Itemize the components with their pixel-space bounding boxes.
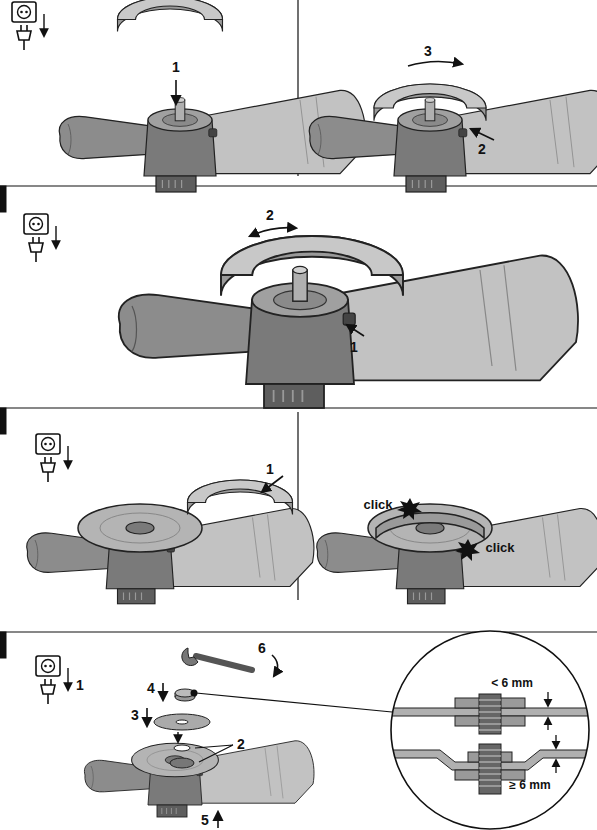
grinder-figure — [309, 61, 597, 192]
callout-number: 1 — [266, 462, 274, 477]
callout-number: 6 — [258, 641, 266, 656]
grinder-figure — [84, 648, 392, 828]
callout-number: 2 — [237, 737, 245, 752]
click-label: click — [486, 541, 515, 555]
unplug-icon — [12, 2, 68, 704]
callout-number: 2 — [266, 208, 274, 223]
detail-magnifier — [380, 631, 597, 829]
dimension-label: < 6 mm — [491, 677, 533, 690]
click-label: click — [364, 498, 393, 512]
callout-number: 3 — [424, 44, 432, 59]
callout-number: 1 — [172, 60, 180, 75]
grinder-figure — [317, 498, 597, 604]
grinder-figure — [59, 0, 365, 192]
dimension-label: ≥ 6 mm — [509, 779, 550, 792]
callout-number: 2 — [478, 142, 486, 157]
callout-number: 5 — [201, 813, 209, 828]
callout-number: 1 — [350, 340, 358, 355]
callout-number: 1 — [76, 678, 84, 693]
grinder-figure — [27, 476, 314, 604]
grinder-figure — [119, 228, 578, 408]
callout-number: 3 — [131, 708, 139, 723]
callout-number: 4 — [147, 681, 155, 696]
